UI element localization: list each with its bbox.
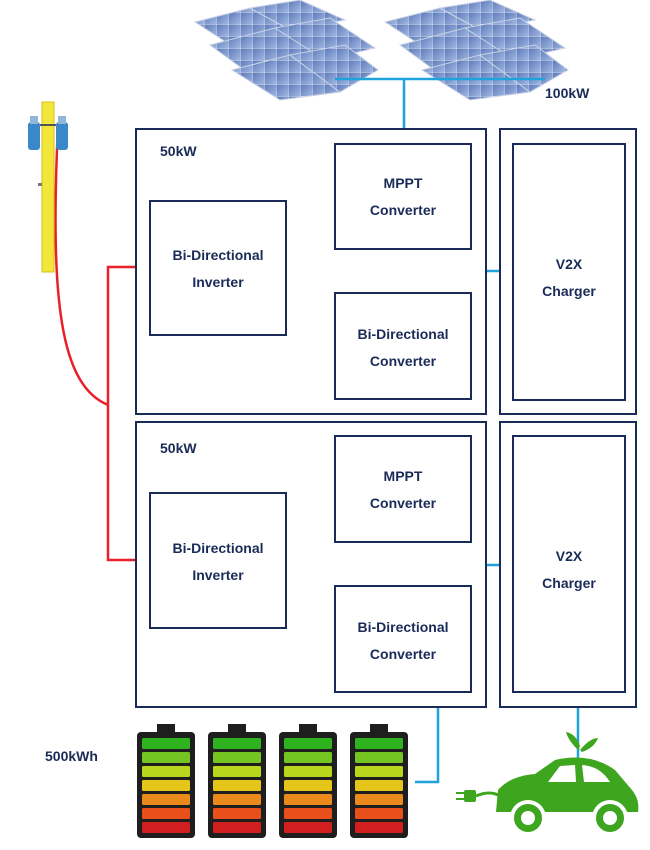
module-2-inverter-label-2: Inverter [192,567,244,583]
module-1-charger-label-2: Charger [542,283,596,299]
module-1-mppt-label-1: MPPT [383,175,423,191]
module-1-inverter-box: Bi-Directional Inverter [149,200,287,336]
battery-capacity-label: 500kWh [45,748,98,764]
battery-icon [137,724,195,838]
module-1-converter-label-1: Bi-Directional [357,326,449,342]
electric-car-icon [456,732,639,836]
module-1-inverter-label-2: Inverter [192,274,244,290]
module-1-converter-label-2: Converter [369,353,437,369]
module-2-converter-label-2: Converter [369,646,437,662]
module-1-charger-box: V2X Charger [512,143,626,401]
module-1-mppt-box: MPPT Converter [334,143,472,250]
battery-bank [137,724,408,838]
module-1-mppt-label-2: Converter [369,202,437,218]
module-2-mppt-label-2: Converter [369,495,437,511]
module-1-capacity-label: 50kW [160,143,197,159]
module-2-charger-label-2: Charger [542,575,596,591]
module-2-converter-box: Bi-Directional Converter [334,585,472,693]
utility-pole-icon [28,101,68,273]
module-2-inverter-box: Bi-Directional Inverter [149,492,287,629]
battery-icon [208,724,266,838]
battery-icon [279,724,337,838]
module-2-inverter-label-1: Bi-Directional [172,540,264,556]
module-2-converter-label-1: Bi-Directional [357,619,449,635]
solar-capacity-label: 100kW [545,85,590,101]
module-1-charger-label-1: V2X [555,256,583,272]
module-2-charger-box: V2X Charger [512,435,626,693]
battery-icon [350,724,408,838]
module-1-converter-box: Bi-Directional Converter [334,292,472,400]
module-2-mppt-label-1: MPPT [383,468,423,484]
solar-panel-array-left [193,0,379,101]
module-2-mppt-box: MPPT Converter [334,435,472,543]
solar-panel-array-right [383,0,569,101]
module-1-inverter-label-1: Bi-Directional [172,247,264,263]
module-2-capacity-label: 50kW [160,440,197,456]
module-2-charger-label-1: V2X [555,548,583,564]
ac-lines [54,124,150,562]
